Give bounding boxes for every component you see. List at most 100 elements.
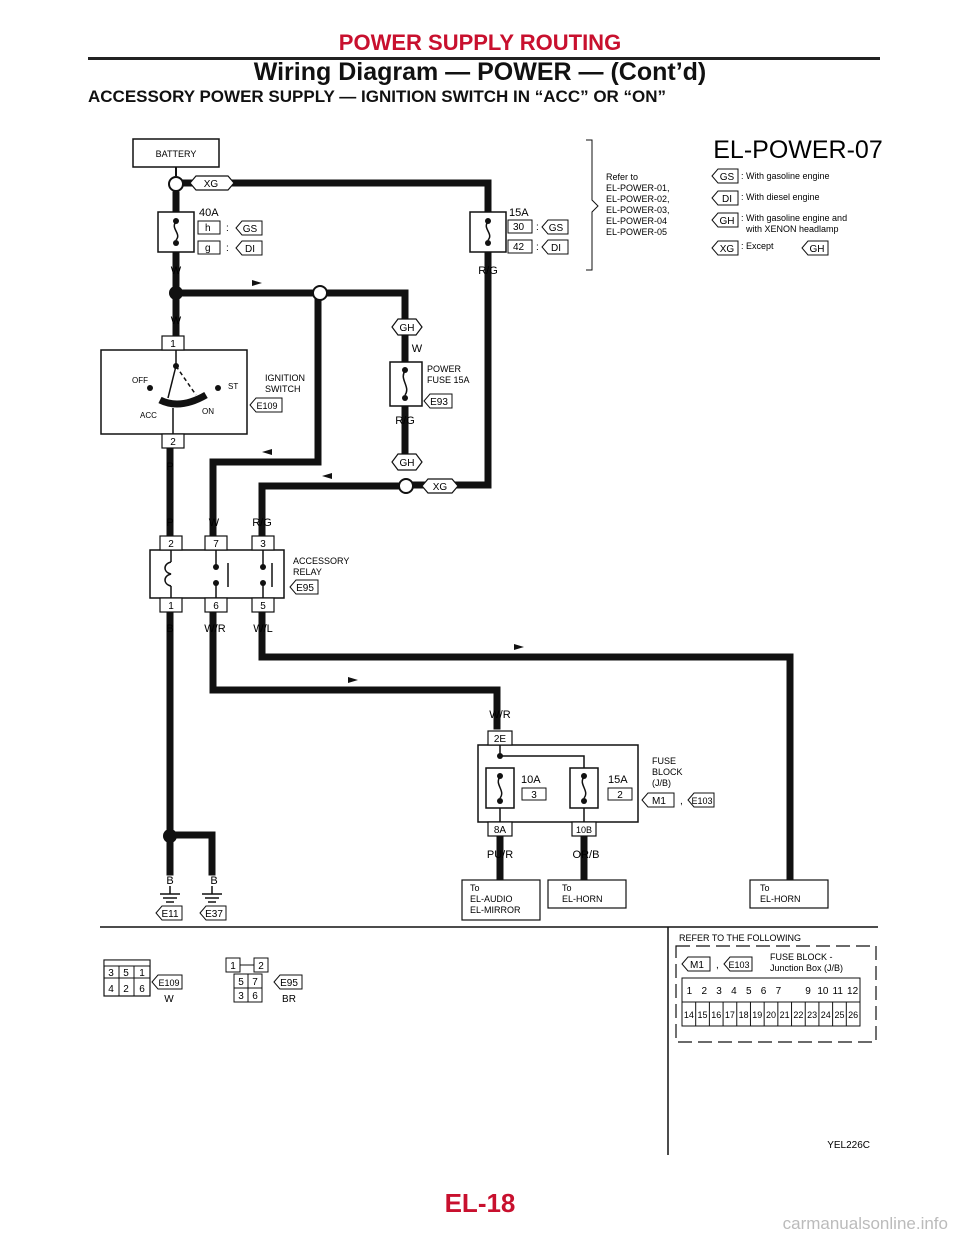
- svg-text:To: To: [562, 883, 572, 893]
- svg-text:15A: 15A: [509, 207, 529, 219]
- refer-bracket: [586, 139, 599, 271]
- section-title: ACCESSORY POWER SUPPLY — IGNITION SWITCH…: [88, 87, 667, 106]
- svg-text:W: W: [171, 315, 182, 327]
- svg-text:7: 7: [213, 539, 219, 550]
- svg-text:BR: BR: [282, 994, 296, 1005]
- svg-text:W: W: [412, 343, 423, 355]
- svg-text:15A: 15A: [608, 774, 628, 786]
- watermark: carmanualsonline.info: [782, 1214, 948, 1233]
- jb-terminal: 17: [725, 1010, 735, 1020]
- svg-text:ACC: ACC: [140, 411, 157, 420]
- svg-text:g: g: [205, 243, 211, 254]
- fuse-40a: 40A h : GS g : DI: [157, 207, 263, 256]
- svg-text:W/L: W/L: [253, 623, 273, 635]
- jb-terminal: 24: [821, 1010, 831, 1020]
- svg-text:1: 1: [230, 961, 236, 972]
- svg-text:To: To: [760, 883, 770, 893]
- jb-terminal: 16: [711, 1010, 721, 1020]
- svg-text::: :: [536, 222, 539, 233]
- destination-boxes: To EL-AUDIO EL-MIRROR To EL-HORN To EL-H…: [461, 879, 829, 921]
- option-legend: GS : With gasoline engine DI : With dies…: [711, 168, 847, 256]
- svg-text:1: 1: [139, 968, 145, 979]
- svg-text:GH: GH: [400, 323, 415, 334]
- svg-text:M1: M1: [652, 796, 666, 807]
- jb-terminal: 2: [701, 986, 707, 997]
- svg-text:EL-HORN: EL-HORN: [562, 894, 603, 904]
- svg-text:FUSE BLOCK -: FUSE BLOCK -: [770, 952, 833, 962]
- svg-text:OFF: OFF: [132, 376, 148, 385]
- svg-text:DI: DI: [245, 244, 255, 255]
- svg-text:E11: E11: [161, 909, 178, 920]
- option-tag-gh-bottom: GH: [391, 453, 423, 471]
- connector-breaks: [168, 176, 414, 494]
- accessory-relay: 2 7 3 1 6 5 ACCESSORY RELAY E95: [149, 535, 349, 613]
- wire-color-labels: W R/G W W R/G P P W R/G B W/R W/L W/R PU…: [166, 265, 599, 887]
- svg-text:FUSE: FUSE: [652, 756, 676, 766]
- ground-tags: E11 E37: [155, 905, 227, 921]
- svg-text:BLOCK: BLOCK: [652, 767, 683, 777]
- jb-terminal: 15: [698, 1010, 708, 1020]
- svg-text:R/G: R/G: [252, 517, 272, 529]
- svg-text:EL-POWER-03,: EL-POWER-03,: [606, 205, 670, 215]
- svg-text:h: h: [205, 223, 211, 234]
- jb-terminal: 18: [739, 1010, 749, 1020]
- svg-text:GS: GS: [720, 172, 735, 183]
- connector-face-e109: 3 5 1 4 2 6 E109 W: [103, 959, 183, 1005]
- jb-terminal: 23: [807, 1010, 817, 1020]
- jb-terminal: 7: [776, 986, 782, 997]
- svg-text:6: 6: [139, 984, 145, 995]
- svg-text:R/G: R/G: [395, 415, 415, 427]
- svg-text:ACCESSORY: ACCESSORY: [293, 556, 349, 566]
- svg-text:: With gasoline engine and: : With gasoline engine and: [741, 213, 847, 223]
- svg-text:W/R: W/R: [204, 623, 225, 635]
- jb-terminal: 1: [687, 986, 693, 997]
- jb-terminal: 22: [793, 1010, 803, 1020]
- jb-terminal: 10: [817, 986, 829, 997]
- jb-terminal: 3: [716, 986, 722, 997]
- jb-terminal: 9: [805, 986, 811, 997]
- svg-text:4: 4: [108, 984, 114, 995]
- svg-text:5: 5: [260, 601, 266, 612]
- svg-text:E103: E103: [728, 960, 749, 970]
- svg-text:OR/B: OR/B: [573, 849, 600, 861]
- refer-text: Refer to EL-POWER-01, EL-POWER-02, EL-PO…: [606, 172, 670, 237]
- svg-text:10A: 10A: [521, 774, 541, 786]
- ignition-switch: 1 2 OFF ST ACC ON IGNITION SWITCH E109: [100, 335, 305, 449]
- svg-text:PU/R: PU/R: [487, 849, 513, 861]
- jb-terminal: 12: [847, 986, 859, 997]
- svg-text:with XENON headlamp: with XENON headlamp: [745, 224, 839, 234]
- svg-text:EL-POWER-04: EL-POWER-04: [606, 216, 667, 226]
- svg-text:Junction Box (J/B): Junction Box (J/B): [770, 963, 843, 973]
- jb-terminal: 21: [780, 1010, 790, 1020]
- svg-text:W: W: [164, 994, 174, 1005]
- svg-text:E37: E37: [205, 909, 223, 920]
- fuse-15a: 15A 30 : GS 42 : DI: [469, 207, 569, 255]
- svg-text:W/R: W/R: [489, 709, 510, 721]
- svg-text:2: 2: [617, 790, 623, 801]
- svg-text::: :: [226, 243, 229, 254]
- svg-text:6: 6: [252, 991, 258, 1002]
- svg-text:1: 1: [170, 339, 176, 350]
- svg-text:POWER: POWER: [427, 364, 462, 374]
- svg-text:ST: ST: [228, 382, 238, 391]
- svg-text:GS: GS: [243, 224, 258, 235]
- jb-terminal: 19: [752, 1010, 762, 1020]
- svg-text:EL-HORN: EL-HORN: [760, 894, 801, 904]
- svg-text:P: P: [166, 461, 173, 473]
- svg-text:40A: 40A: [199, 207, 219, 219]
- jb-terminal: 14: [684, 1010, 694, 1020]
- svg-text:B: B: [166, 623, 173, 635]
- svg-text:E109: E109: [158, 978, 179, 988]
- svg-text:IGNITION: IGNITION: [265, 373, 305, 383]
- svg-text:SWITCH: SWITCH: [265, 384, 301, 394]
- svg-text:M1: M1: [690, 960, 704, 971]
- svg-text:7: 7: [252, 977, 258, 988]
- svg-text:2: 2: [170, 437, 176, 448]
- page-number: EL-18: [444, 1188, 516, 1218]
- svg-text:XG: XG: [720, 244, 735, 255]
- svg-text:(J/B): (J/B): [652, 778, 671, 788]
- svg-text:B: B: [210, 875, 217, 887]
- svg-text:P: P: [166, 517, 173, 529]
- svg-text::: :: [536, 242, 539, 253]
- jb-terminal: 26: [848, 1010, 858, 1020]
